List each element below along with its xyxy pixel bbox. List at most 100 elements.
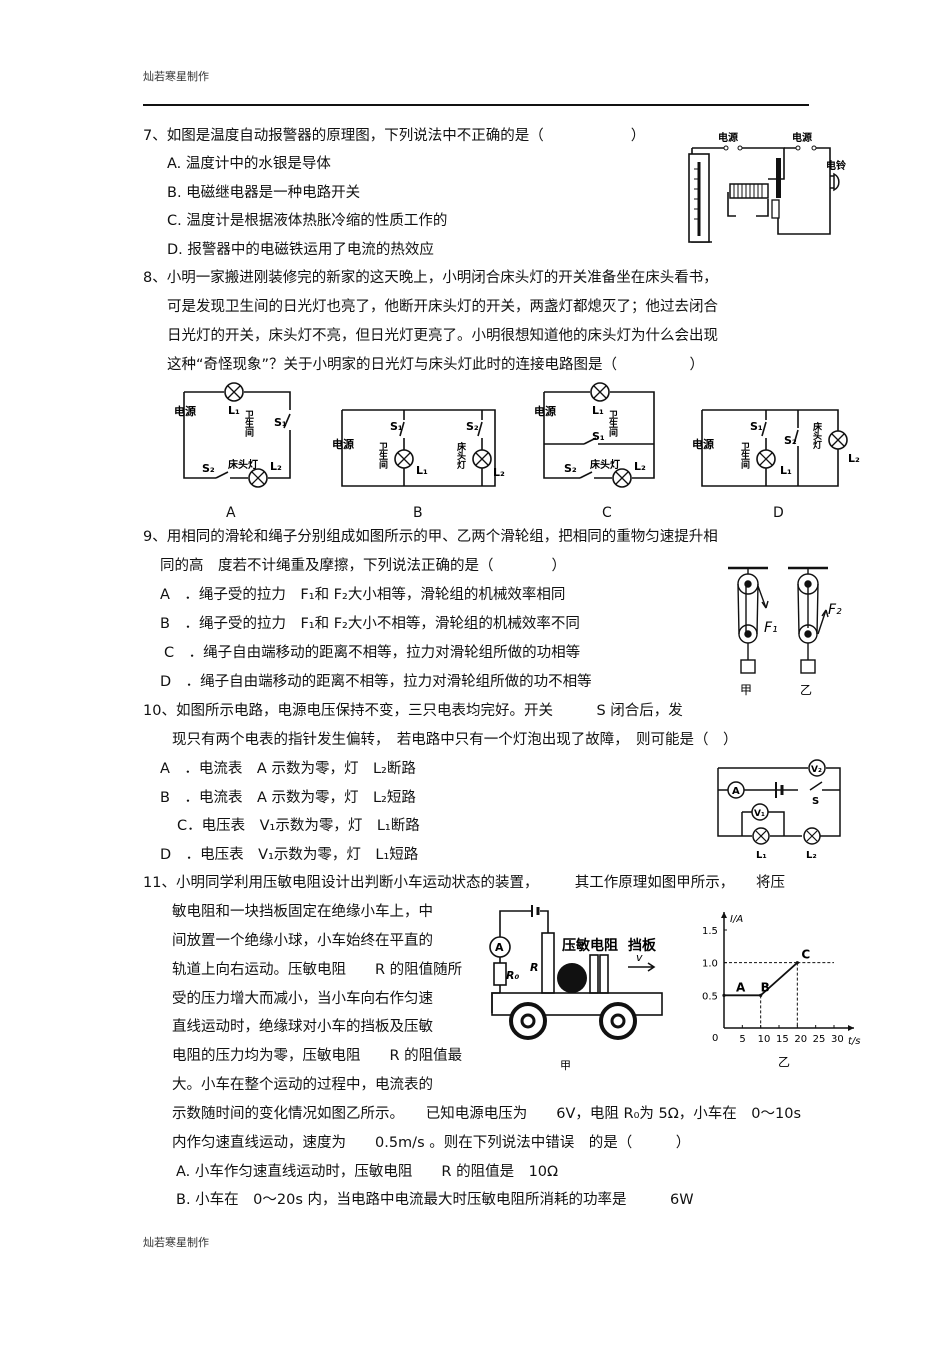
q11-first-line: 11、小明同学利用压敏电阻设计出判断小车运动状态的装置， 其工作原理如图甲所示，…: [143, 875, 785, 891]
page-header: 灿若寒星制作: [143, 70, 209, 83]
point-label: C: [801, 948, 810, 962]
q11-line-5: 受的压力增大而减小，当小车向右作匀速: [172, 991, 433, 1007]
q8-circuit-b: 电源 S₁ S₂ 卫生间 床头灯 L₁ L₂: [332, 409, 505, 487]
q10-line-1: 10、如图所示电路，电源电压保持不变，三只电表均完好。开关 S 闭合后，发: [143, 703, 683, 719]
x-tick-label: 10: [758, 1034, 771, 1045]
q7-option-b: B. 电磁继电器是一种电路开关: [167, 185, 361, 201]
svg-text:L₂: L₂: [493, 466, 505, 479]
x-tick-label: 5: [739, 1034, 745, 1045]
svg-text:F₂: F₂: [828, 602, 842, 618]
svg-text:L₁: L₁: [228, 404, 240, 417]
q7-source-label-2: 电源: [792, 131, 812, 144]
y-axis-label: I/A: [730, 914, 743, 925]
svg-text:A: A: [495, 941, 504, 954]
svg-text:V₁: V₁: [754, 809, 765, 819]
page-footer: 灿若寒星制作: [143, 1236, 209, 1249]
q11-cart-figure: A R₀ R 压敏电阻 挡板 v 甲: [489, 905, 663, 1072]
svg-text:v: v: [636, 951, 643, 964]
q8-line-2: 可是发现卫生间的日光灯也亮了，他断开床头灯的开关，两盏灯都熄灭了；他过去闭合: [167, 299, 718, 315]
q8-circuit-d: 电源 S₁ S₂ 卫生间 床头灯 L₁ L₂: [692, 409, 860, 487]
svg-text:S₁: S₁: [274, 416, 287, 429]
y-tick-label: 1.5: [702, 926, 718, 937]
svg-text:S₂: S₂: [564, 462, 577, 475]
origin-label: 0: [712, 1033, 718, 1044]
y-tick-label: 0.5: [702, 991, 718, 1002]
q7-option-a: A. 温度计中的水银是导体: [167, 156, 331, 172]
svg-text:电源: 电源: [692, 437, 714, 451]
q11-line-8: 大。小车在整个运动的过程中，电流表的: [172, 1077, 433, 1093]
q11-line-3: 间放置一个绝缘小球，小车始终在平直的: [172, 933, 433, 949]
q11-line-4: 轨道上向右运动。压敏电阻 R 的阻值随所: [172, 962, 463, 978]
svg-text:R: R: [530, 961, 538, 974]
svg-text:电源: 电源: [174, 404, 196, 418]
svg-text:床头灯: 床头灯: [590, 458, 620, 471]
svg-text:S₂: S₂: [784, 434, 797, 447]
q8-label-c: C: [602, 505, 612, 521]
svg-text:挡板: 挡板: [628, 937, 657, 954]
svg-text:乙: 乙: [800, 683, 812, 697]
svg-text:L₁: L₁: [756, 850, 767, 861]
q7-option-c: C. 温度计是根据液体热胀冷缩的性质工作的: [167, 213, 448, 229]
data-point: [795, 961, 799, 965]
y-axis-arrow: [721, 912, 727, 918]
q8-label-b: B: [413, 505, 423, 521]
svg-text:F₁: F₁: [764, 620, 778, 636]
q11-line-10: 内作匀速直线运动，速度为 0.5m/s 。则在下列说法中错误 的是（ ）: [172, 1135, 691, 1151]
svg-text:S₁: S₁: [592, 430, 605, 443]
svg-text:床头灯: 床头灯: [228, 458, 258, 471]
q9-option-c: C ．绳子自由端移动的距离不相等，拉力对滑轮组所做的功相等: [164, 645, 581, 661]
q7-bell-label: 电铃: [826, 159, 847, 172]
q9-option-a: A ．绳子受的拉力 F₁和 F₂大小相等，滑轮组的机械效率相同: [160, 587, 566, 603]
svg-text:L₁: L₁: [592, 404, 604, 417]
svg-text:压敏电阻: 压敏电阻: [562, 937, 618, 954]
q8-line-4: 这种“奇怪现象”？关于小明家的日光灯与床头灯此时的连接电路图是（ ）: [167, 357, 705, 373]
data-point: [759, 993, 763, 997]
q10-option-c: C．电压表 V₁示数为零，灯 L₁断路: [177, 818, 420, 834]
svg-text:卫生间: 卫生间: [377, 442, 388, 470]
q9-line-2: 同的高 度若不计绳重及摩擦，下列说法正确的是（ ）: [160, 558, 566, 574]
q7-source-label-1: 电源: [718, 131, 738, 144]
svg-text:卫生间: 卫生间: [607, 410, 618, 438]
q9-line-1: 9、用相同的滑轮和绳子分别组成如图所示的甲、乙两个滑轮组，把相同的重物匀速提升相: [143, 529, 718, 545]
q10-option-d: D ．电压表 V₁示数为零，灯 L₁短路: [160, 847, 419, 863]
svg-text:电源: 电源: [534, 404, 556, 418]
q11-line-9: 示数随时间的变化情况如图乙所示。 已知电源电压为 6V，电阻 R₀为 5Ω，小车…: [172, 1106, 802, 1122]
svg-text:甲: 甲: [740, 683, 752, 697]
q8-circuit-a: 电源 L₁ 卫生间 S₁ S₂ 床头灯 L₂: [174, 382, 291, 488]
svg-text:L₂: L₂: [806, 850, 817, 861]
point-label: A: [736, 980, 746, 994]
q9-option-d: D ．绳子自由端移动的距离不相等，拉力对滑轮组所做的功不相等: [160, 674, 592, 690]
q11-line-6: 直线运动时，绝缘球对小车的挡板及压敏: [172, 1019, 433, 1035]
svg-text:S: S: [812, 796, 819, 807]
header-rule: [143, 104, 809, 106]
svg-text:卫生间: 卫生间: [243, 410, 254, 438]
q11-line-7: 电阻的压力均为零，压敏电阻 R 的阻值最: [172, 1048, 463, 1064]
data-point: [722, 993, 726, 997]
q10-circuit-figure: V₂ A V₁ S L₁ L₂: [717, 759, 841, 861]
svg-text:电源: 电源: [332, 437, 354, 451]
x-tick-label: 25: [813, 1034, 826, 1045]
svg-text:L₁: L₁: [780, 464, 792, 477]
x-axis-arrow: [848, 1025, 854, 1031]
x-tick-label: 20: [794, 1034, 807, 1045]
svg-text:床头灯: 床头灯: [811, 421, 822, 450]
svg-text:甲: 甲: [560, 1059, 571, 1072]
q9-pulley-figure: F₁ F₂ 甲 乙: [728, 566, 842, 697]
svg-text:床头灯: 床头灯: [455, 441, 466, 470]
q8-circuit-c: 电源 L₁ 卫生间 S₁ S₂ 床头灯 L₂: [534, 382, 655, 488]
svg-text:卫生间: 卫生间: [739, 442, 750, 470]
svg-text:A: A: [732, 786, 740, 797]
q7-stem: 7、如图是温度自动报警器的原理图，下列说法中不正确的是（ ）: [143, 128, 646, 144]
q8-line-1: 8、小明一家搬进刚装修完的新家的这天晚上，小明闭合床头灯的开关准备坐在床头看书，: [143, 270, 718, 286]
x-tick-label: 15: [776, 1034, 789, 1045]
q10-option-b: B ．电流表 A 示数为零，灯 L₂短路: [160, 790, 416, 806]
q11-option-b: B. 小车在 0～20s 内，当电路中电流最大时压敏电阻所消耗的功率是 6W: [176, 1192, 694, 1208]
x-tick-label: 30: [831, 1034, 844, 1045]
svg-text:S₂: S₂: [202, 462, 215, 475]
svg-text:L₁: L₁: [416, 464, 428, 477]
svg-text:L₂: L₂: [848, 452, 860, 465]
q8-label-d: D: [773, 505, 784, 521]
q11-option-a: A. 小车作匀速直线运动时，压敏电阻 R 的阻值是 10Ω: [176, 1164, 559, 1180]
